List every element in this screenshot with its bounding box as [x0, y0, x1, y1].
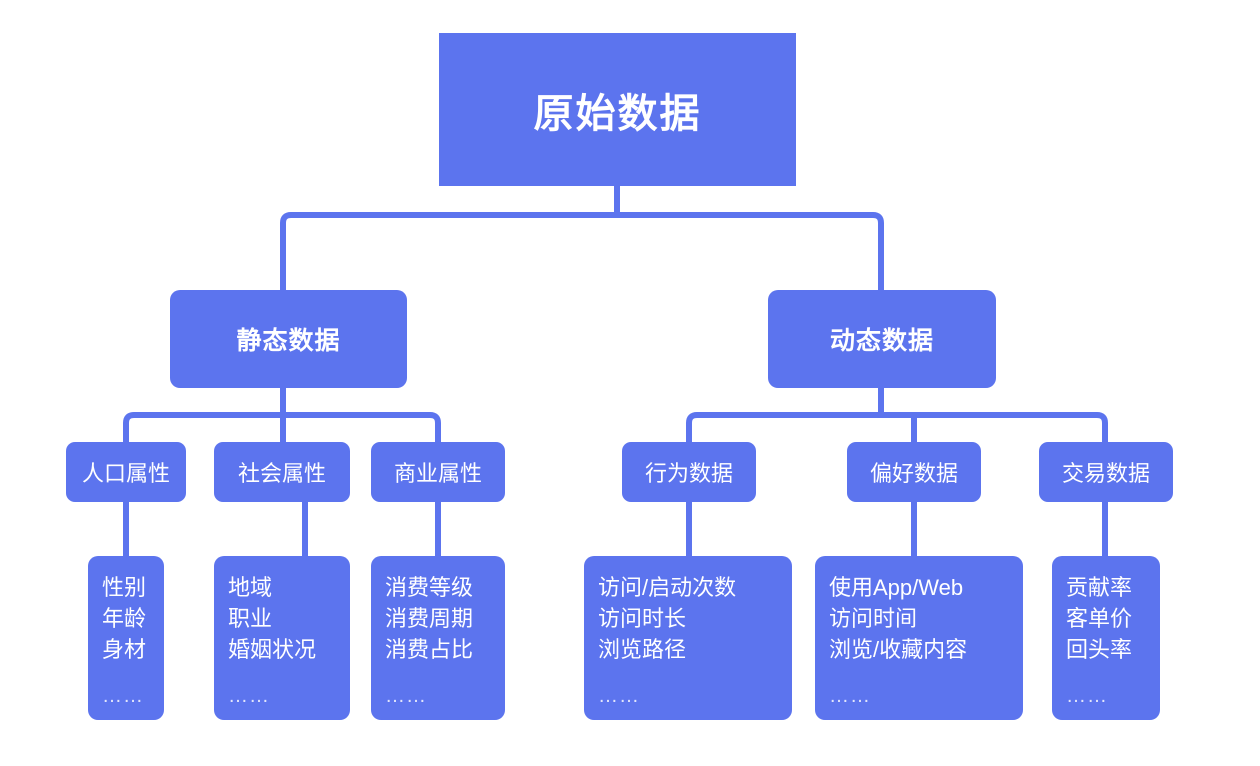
- node-demographic-attributes[interactable]: 人口属性: [66, 442, 186, 502]
- node-root-label: 原始数据: [533, 91, 702, 136]
- node-demographic-attributes-label: 人口属性: [81, 461, 170, 486]
- node-behavior-data[interactable]: 行为数据: [622, 442, 756, 502]
- node-commercial-attributes-label: 商业属性: [393, 461, 482, 486]
- leaf-line: 年龄: [102, 606, 147, 632]
- node-preference-data[interactable]: 偏好数据: [847, 442, 981, 502]
- leaf-line: 访问/启动次数: [598, 575, 737, 600]
- leaf-line: 消费等级: [385, 575, 474, 600]
- leaf-line: 使用App/Web: [829, 575, 964, 600]
- node-transaction-data-label: 交易数据: [1061, 461, 1150, 486]
- leaf-transaction-details[interactable]: 贡献率 客单价 回头率 ……: [1052, 556, 1160, 720]
- node-transaction-data[interactable]: 交易数据: [1039, 442, 1173, 502]
- leaf-line: 身材: [102, 637, 147, 663]
- leaf-line: 回头率: [1066, 637, 1133, 663]
- leaf-line: 消费占比: [385, 637, 474, 663]
- edge-static-bus: [123, 412, 441, 442]
- node-social-attributes[interactable]: 社会属性: [214, 442, 350, 502]
- leaf-preference-details[interactable]: 使用App/Web 访问时间 浏览/收藏内容 ……: [815, 556, 1023, 720]
- leaf-line: 客单价: [1066, 606, 1133, 632]
- node-static-data-label: 静态数据: [236, 327, 341, 355]
- leaf-line: 地域: [228, 575, 273, 600]
- leaf-line: 浏览路径: [598, 637, 687, 663]
- leaf-ellipsis: ……: [1066, 684, 1108, 707]
- node-commercial-attributes[interactable]: 商业属性: [371, 442, 505, 502]
- leaf-line: 婚姻状况: [228, 637, 317, 663]
- leaf-ellipsis: ……: [829, 684, 871, 707]
- leaf-ellipsis: ……: [598, 684, 640, 707]
- node-dynamic-data-label: 动态数据: [829, 327, 934, 355]
- node-preference-data-label: 偏好数据: [869, 461, 958, 486]
- edge-dynamic-bus: [686, 412, 1108, 442]
- leaf-ellipsis: ……: [102, 684, 144, 707]
- leaf-line: 贡献率: [1066, 575, 1133, 600]
- leaf-commercial-details[interactable]: 消费等级 消费周期 消费占比 ……: [371, 556, 505, 720]
- leaf-line: 性别: [102, 575, 147, 600]
- leaf-demographic-details[interactable]: 性别 年龄 身材 ……: [88, 556, 164, 720]
- leaf-behavior-details[interactable]: 访问/启动次数 访问时长 浏览路径 ……: [584, 556, 792, 720]
- leaf-line: 访问时间: [829, 606, 918, 632]
- node-root-raw-data[interactable]: 原始数据: [439, 33, 796, 186]
- node-static-data[interactable]: 静态数据: [170, 290, 407, 388]
- edge-root-to-level2: [280, 212, 884, 290]
- leaf-social-details[interactable]: 地域 职业 婚姻状况 ……: [214, 556, 350, 720]
- leaf-line: 职业: [228, 606, 273, 632]
- node-behavior-data-label: 行为数据: [644, 461, 733, 486]
- leaf-ellipsis: ……: [228, 684, 270, 707]
- leaf-line: 访问时长: [598, 606, 687, 632]
- leaf-line: 消费周期: [385, 606, 474, 632]
- leaf-ellipsis: ……: [385, 684, 427, 707]
- leaf-line: 浏览/收藏内容: [829, 637, 968, 663]
- node-social-attributes-label: 社会属性: [237, 461, 326, 486]
- node-dynamic-data[interactable]: 动态数据: [768, 290, 996, 388]
